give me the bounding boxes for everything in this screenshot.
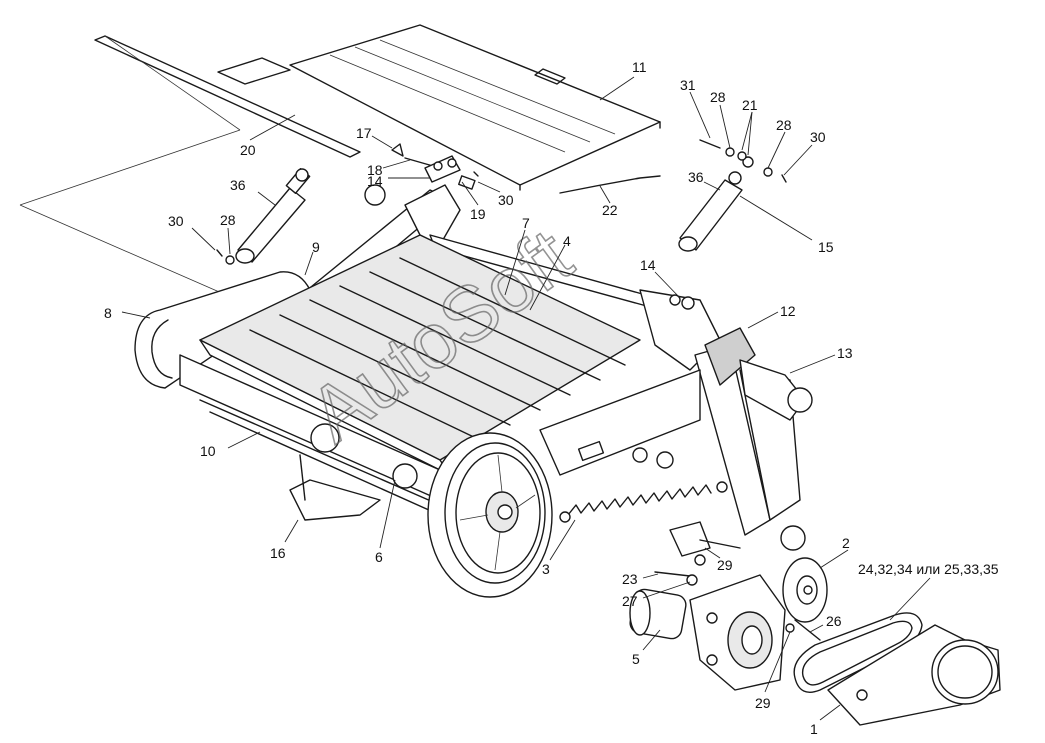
label-part-27: 27 [622,593,638,609]
label-part-20: 20 [240,142,256,158]
tension-spring [559,481,728,523]
hydraulic-cylinder-left [216,168,311,265]
label-part-31: 31 [680,77,696,93]
label-part-29: 29 [717,557,733,573]
conveyor-body [134,234,701,521]
label-part-30: 30 [498,192,514,208]
label-part-4: 4 [563,233,571,249]
label-part-23: 23 [622,571,638,587]
label-part-24-32-34: 24,32,34 или 25,33,35 [858,561,999,577]
drive-belt-and-guard [793,612,1001,726]
label-part-14: 14 [367,173,383,189]
part-number-labels: 11 20 17 18 14 30 19 22 31 28 21 28 30 3… [104,59,999,737]
rod-22 [559,175,661,194]
label-part-28: 28 [220,212,236,228]
label-part-36: 36 [688,169,704,185]
label-part-36: 36 [230,177,246,193]
label-part-12: 12 [780,303,796,319]
label-part-13: 13 [837,345,853,361]
label-part-26: 26 [826,613,842,629]
label-part-18: 18 [367,162,383,178]
label-part-28: 28 [776,117,792,133]
label-part-30: 30 [168,213,184,229]
label-part-2: 2 [842,535,850,551]
label-part-14: 14 [640,257,656,273]
label-part-11: 11 [632,59,647,75]
label-part-15: 15 [818,239,834,255]
label-part-8: 8 [104,305,112,321]
strip-20 [94,35,361,158]
label-part-3: 3 [542,561,550,577]
fasteners [654,521,821,641]
hydraulic-cylinder-right [678,139,787,252]
leader-lines [121,76,931,721]
label-part-9: 9 [312,239,320,255]
label-part-30: 30 [810,129,826,145]
label-part-7: 7 [522,215,530,231]
label-part-29: 29 [755,695,771,711]
label-part-10: 10 [200,443,216,459]
label-part-1: 1 [810,721,818,737]
label-part-17: 17 [356,125,372,141]
label-part-22: 22 [602,202,618,218]
label-part-19: 19 [470,206,486,222]
cover-plate [289,24,661,191]
label-part-28: 28 [710,89,726,105]
sprocket [782,557,828,623]
drive-pulley [427,432,553,598]
hinge-bracket-parts [364,143,479,206]
gear-housing [689,574,786,691]
label-part-21: 21 [742,97,758,113]
label-part-6: 6 [375,549,383,565]
label-part-16: 16 [270,545,286,561]
hydraulic-motor [629,588,687,640]
label-part-5: 5 [632,651,640,667]
